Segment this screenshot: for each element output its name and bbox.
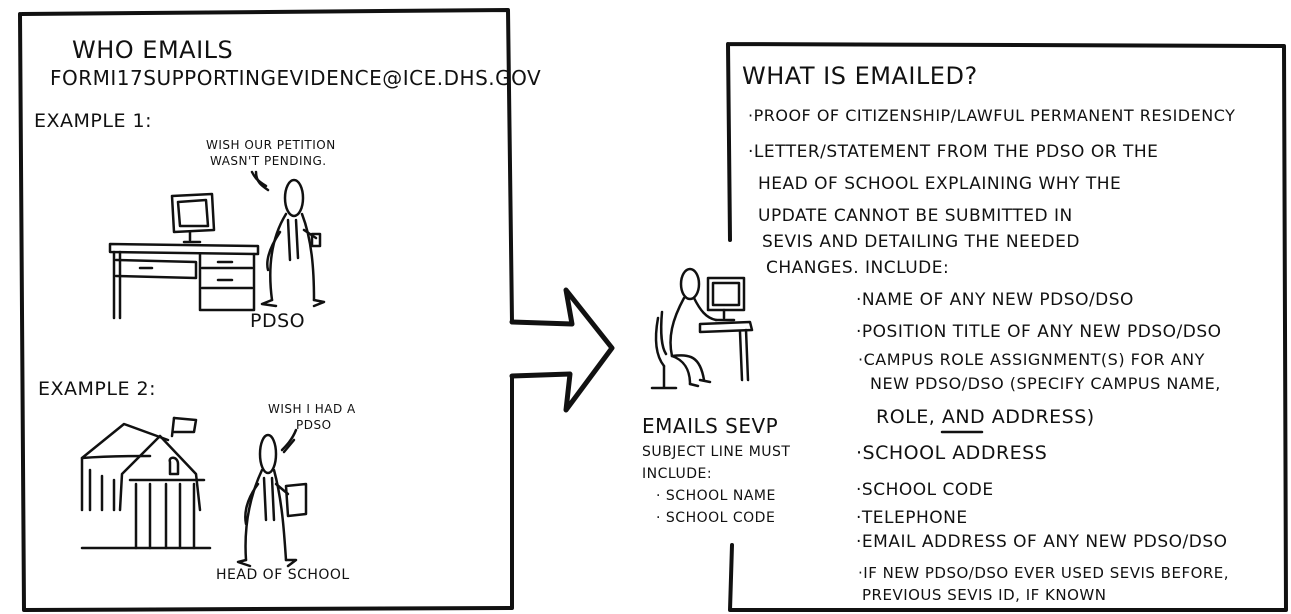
item-letter-line-5: CHANGES. INCLUDE: [766, 258, 950, 278]
example-1-label: EXAMPLE 1: [34, 110, 152, 132]
subitem-name: ·NAME OF ANY NEW PDSO/DSO [856, 290, 1134, 310]
left-panel-border [18, 8, 514, 612]
what-is-emailed-title: WHAT IS EMAILED? [742, 62, 978, 90]
pdso-label: PDSO [250, 310, 306, 332]
item-letter-line-3: UPDATE CANNOT BE SUBMITTED IN [758, 206, 1073, 226]
subitem-campus-role-3: ROLE, AND ADDRESS) [876, 406, 1095, 428]
speech-text-1b: WASN'T PENDING. [210, 154, 327, 168]
subject-line-text-2: INCLUDE: [642, 466, 713, 482]
emails-sevp-heading: EMAILS SEVP [642, 414, 779, 438]
item-school-address: ·SCHOOL ADDRESS [856, 442, 1048, 464]
speech-text-1a: WISH OUR PETITION [206, 138, 336, 152]
speech-text-2b: PDSO [296, 418, 332, 432]
item-letter-line-1: ·LETTER/STATEMENT FROM THE PDSO OR THE [748, 142, 1159, 162]
arrow-shape [509, 287, 615, 413]
item-school-code: ·SCHOOL CODE [856, 480, 994, 500]
subject-item-school-code: · SCHOOL CODE [656, 510, 776, 526]
item-letter-line-4: SEVIS AND DETAILING THE NEEDED [762, 232, 1080, 252]
subject-line-text-1: SUBJECT LINE MUST [642, 444, 791, 460]
pdso-figure [250, 170, 326, 308]
item-letter-line-2: HEAD OF SCHOOL EXPLAINING WHY THE [758, 174, 1122, 194]
item-previous-sevis-1: ·IF NEW PDSO/DSO EVER USED SEVIS BEFORE, [858, 564, 1230, 582]
submission-email-address: FORMI17SUPPORTINGEVIDENCE@ICE.DHS.GOV [50, 66, 542, 90]
item-previous-sevis-2: PREVIOUS SEVIS ID, IF KNOWN [862, 586, 1107, 604]
school-building-drawing [80, 416, 212, 550]
subitem-campus-role-2: NEW PDSO/DSO (SPECIFY CAMPUS NAME, [870, 374, 1221, 393]
item-email-address: ·EMAIL ADDRESS OF ANY NEW PDSO/DSO [856, 532, 1228, 552]
desk-drawing [108, 242, 260, 320]
right-panel-border [726, 42, 1288, 612]
monitor-drawing-1 [170, 192, 216, 244]
speech-tail-1 [254, 170, 270, 192]
item-proof-of-citizenship: ·PROOF OF CITIZENSHIP/LAWFUL PERMANENT R… [748, 106, 1236, 125]
who-emails-title: WHO EMAILS [72, 36, 234, 64]
speech-tail-2 [280, 428, 298, 452]
subject-item-school-name: · SCHOOL NAME [656, 488, 776, 504]
subitem-position-title: ·POSITION TITLE OF ANY NEW PDSO/DSO [856, 322, 1222, 342]
head-of-school-figure [236, 433, 308, 568]
head-of-school-label: HEAD OF SCHOOL [216, 567, 350, 583]
person-at-computer-drawing [650, 267, 754, 390]
example-2-label: EXAMPLE 2: [38, 378, 156, 400]
speech-text-2a: WISH I HAD A [268, 402, 356, 416]
item-telephone: ·TELEPHONE [856, 508, 968, 528]
subitem-campus-role-1: ·CAMPUS ROLE ASSIGNMENT(S) FOR ANY [858, 350, 1205, 369]
